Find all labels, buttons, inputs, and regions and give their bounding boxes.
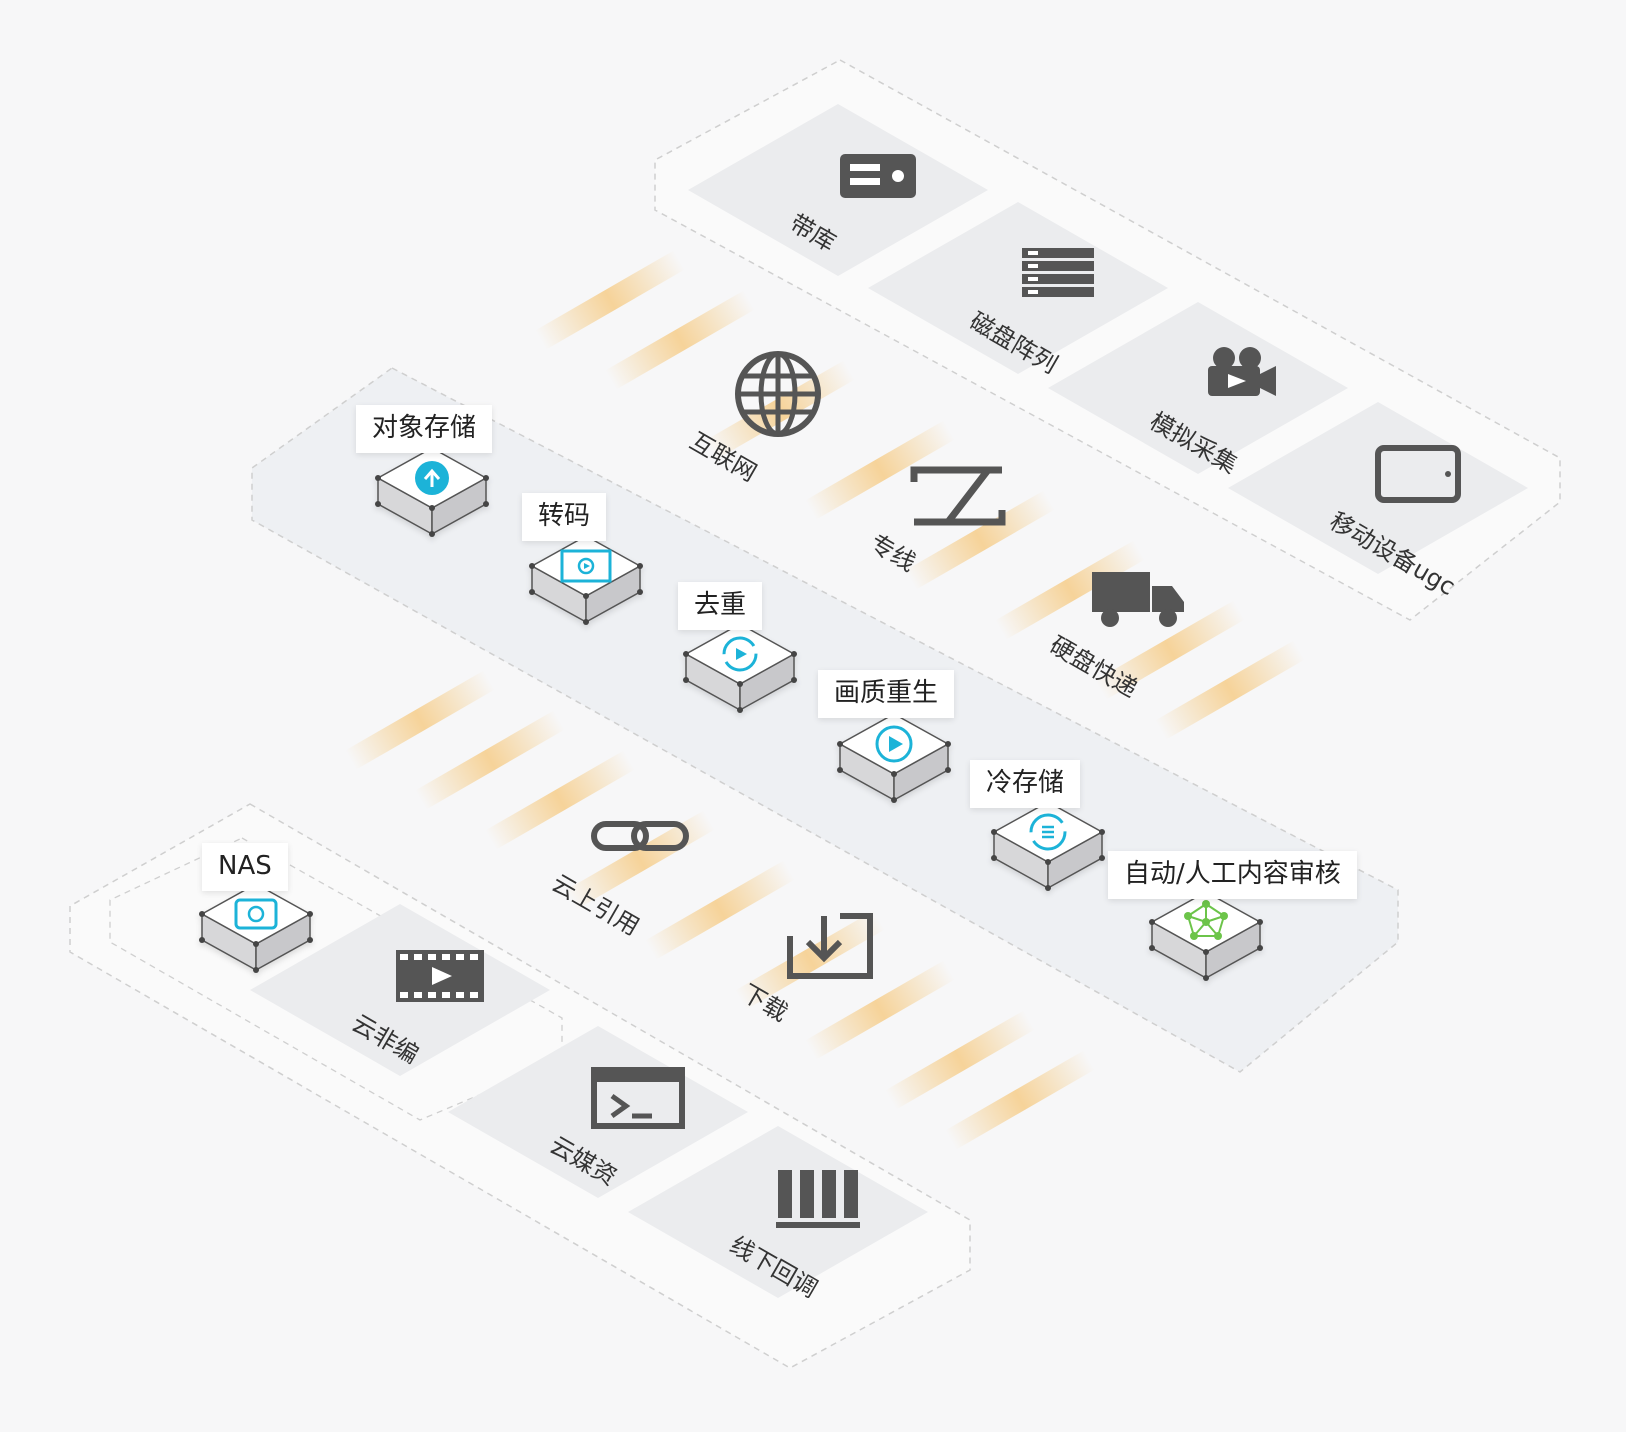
data-flow-stripe [945, 1050, 1095, 1150]
node-label-content-review: 自动/人工内容审核 [1108, 851, 1357, 899]
node-nas [199, 881, 313, 973]
data-flow-stripe [535, 250, 685, 350]
target-tile-offline-callback: 线下回调 [628, 1126, 928, 1303]
node-label-transcode: 转码 [522, 493, 607, 541]
refresh-list-icon [1029, 813, 1067, 851]
node-label-dedup: 去重 [678, 582, 763, 630]
tile-surface [868, 202, 1168, 374]
tape-library-icon [840, 154, 916, 198]
node-label-quality-rebirth: 画质重生 [818, 670, 955, 718]
data-flow-stripe [735, 910, 885, 1010]
video-camera-icon [1208, 347, 1276, 396]
data-flow-stripe [1155, 640, 1305, 740]
nas-subgroup-outline [109, 837, 563, 1121]
node-label-cold-storage: 冷存储 [970, 760, 1081, 808]
node-object-storage [375, 445, 489, 537]
data-flow-stripe [345, 670, 495, 770]
data-flow-stripe [645, 860, 795, 960]
data-flow-stripe [995, 540, 1145, 640]
tile-surface [1048, 302, 1348, 474]
transfer-internet: 互联网 [685, 351, 821, 487]
data-flow-stripe [885, 1010, 1035, 1110]
data-flow-stripe [415, 710, 565, 810]
terminal-window-icon [591, 1067, 685, 1129]
target-tile-cloud-editing: 云非编 [250, 904, 550, 1076]
node-content-review [1149, 889, 1263, 981]
video-frame-icon [560, 549, 612, 583]
upload-icon [415, 461, 449, 495]
film-strip-icon [396, 950, 484, 1002]
truck-icon [1092, 572, 1184, 627]
globe-icon [735, 351, 821, 437]
node-label-object-storage: 对象存储 [356, 405, 493, 453]
data-flow-stripe [805, 420, 955, 520]
transfer-arrows-icon [910, 466, 1006, 526]
data-flow-stripe [485, 750, 635, 850]
download-icon [787, 913, 873, 979]
data-flow-stripe [905, 490, 1055, 590]
tile-surface [688, 104, 988, 276]
data-flow-stripe [605, 290, 755, 390]
data-flow-stripe [565, 810, 715, 910]
tablet-icon [1375, 445, 1461, 503]
link-icon [591, 821, 689, 851]
network-nodes-icon [1184, 900, 1228, 940]
play-circle-icon [875, 725, 913, 763]
node-label-nas: NAS [202, 843, 288, 891]
source-tile-tape-library: 带库 [688, 104, 988, 276]
data-flow-stripe [1095, 600, 1245, 700]
disk-array-icon [1022, 248, 1094, 297]
data-flow-stripe [805, 960, 955, 1060]
node-quality-rebirth [837, 711, 951, 803]
nas-icon [234, 898, 278, 930]
node-dedup [683, 621, 797, 713]
server-rack-icon [776, 1170, 860, 1228]
refresh-play-icon [722, 636, 758, 672]
node-transcode [529, 533, 643, 625]
